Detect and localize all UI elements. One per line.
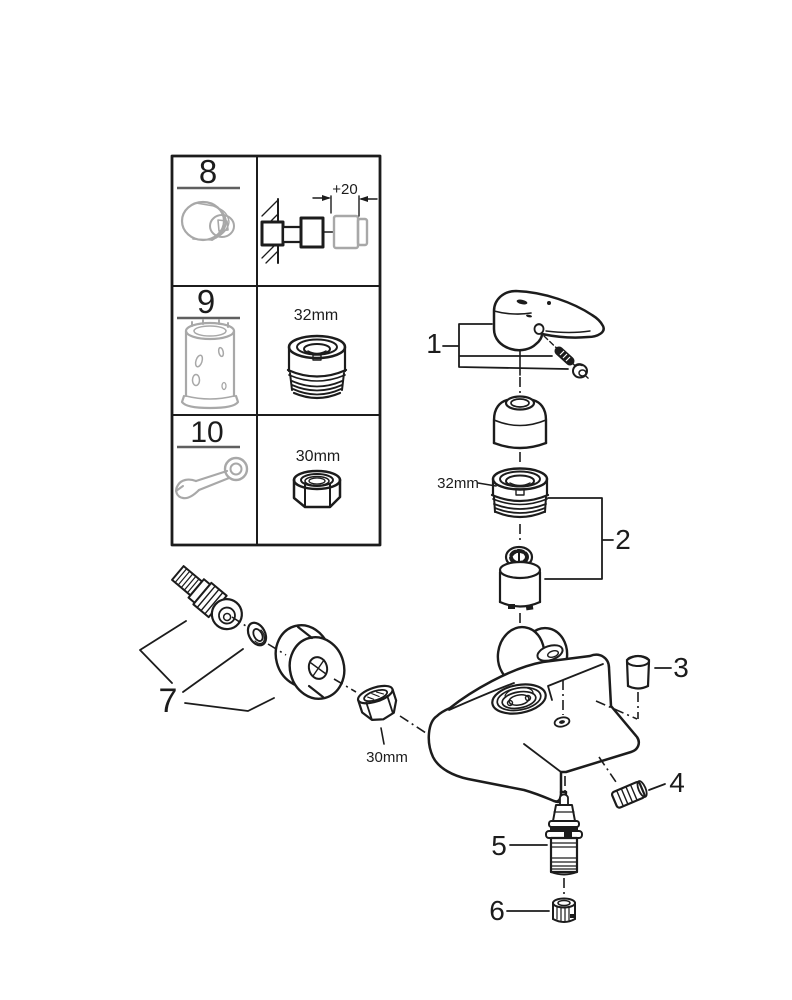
exploded-view: 1: [139, 289, 689, 926]
table-row-10: 10 30mm: [175, 416, 342, 509]
union-nut-30mm: 30mm: [356, 684, 408, 766]
union-washer: [246, 621, 268, 647]
wall-union-adapter-icon: [180, 200, 235, 242]
table-32mm-label: 32mm: [294, 307, 338, 324]
diverter-cartridge: 5: [491, 776, 583, 896]
bushing-part: 6: [489, 895, 576, 926]
cartridge-seat-hole: [491, 683, 547, 715]
dimension-plus20: +20: [312, 181, 378, 217]
cartridge-ring-32mm: 32mm: [437, 467, 550, 543]
callout-1: 1: [426, 323, 569, 370]
callout-7-label: 7: [159, 682, 178, 720]
callout-5: 5: [491, 830, 548, 861]
dimension-32mm: 32mm: [437, 475, 497, 492]
ring-32mm-illustration: 32mm: [286, 307, 348, 400]
callout-5-label: 5: [491, 830, 507, 861]
escutcheon: [274, 624, 346, 700]
handle-screw-cap: [572, 363, 588, 379]
tools-table: 8 +20: [170, 153, 382, 547]
tool-number-8: 8: [199, 153, 217, 190]
dimension-30mm-label: 30mm: [366, 749, 408, 766]
plug-part: 3: [595, 652, 689, 720]
callout-7: 7: [139, 620, 275, 720]
tool-number-9: 9: [197, 283, 215, 320]
s-union: [171, 565, 243, 631]
diverter-knob: 4: [598, 756, 685, 809]
table-30mm-label: 30mm: [296, 448, 340, 465]
handle-dome-cap: [492, 395, 548, 466]
dimension-32mm-label: 32mm: [437, 475, 479, 492]
dimension-plus20-label: +20: [332, 181, 357, 198]
callout-1-label: 1: [426, 328, 442, 359]
callout-3: 3: [654, 652, 689, 683]
handle-screw: [554, 346, 575, 366]
faucet-body: [427, 625, 640, 804]
plug-hole: [553, 716, 571, 728]
mounting-socket-tool-icon: [180, 319, 240, 410]
wall-depth-illustration: +20: [260, 181, 378, 264]
table-row-9: 9 32mm: [177, 283, 348, 410]
callout-6-label: 6: [489, 895, 505, 926]
table-row-8: 8 +20: [177, 153, 378, 264]
callout-4: 4: [648, 767, 685, 798]
callout-2-label: 2: [615, 524, 631, 555]
callout-4-label: 4: [669, 767, 685, 798]
tool-number-10: 10: [190, 416, 223, 449]
dimension-30mm: 30mm: [366, 727, 408, 766]
callout-2: 2: [544, 497, 631, 580]
callout-3-label: 3: [673, 652, 689, 683]
open-end-wrench-icon: [175, 456, 249, 500]
nut-30mm-illustration: 30mm: [292, 448, 342, 509]
lever-handle: [492, 289, 605, 395]
wall-union-group: 30mm 7: [139, 565, 430, 766]
callout-6: 6: [489, 895, 550, 926]
